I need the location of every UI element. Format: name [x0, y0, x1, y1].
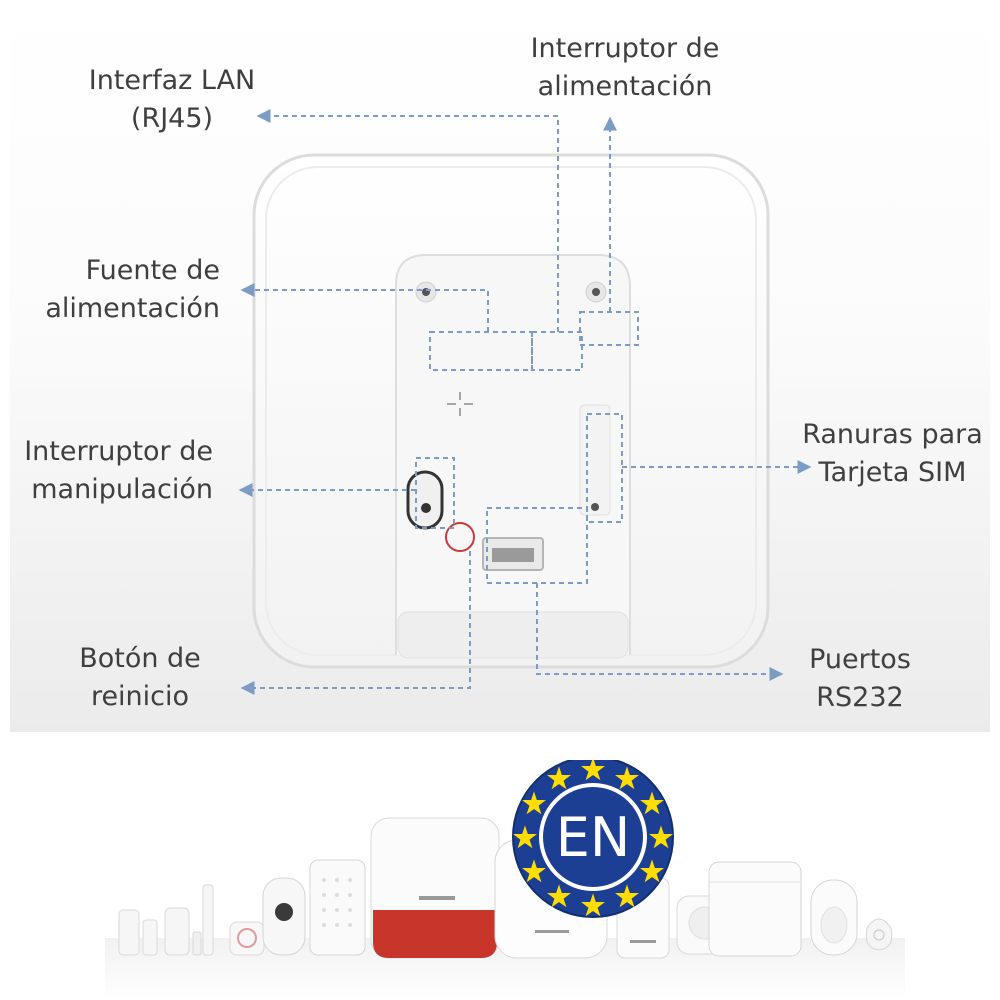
callout-rs232: Puertos RS232: [785, 641, 935, 717]
lan-box: [531, 331, 583, 371]
callout-rs232-line2: RS232: [816, 682, 904, 713]
callout-reset: Botón de reinicio: [55, 640, 225, 716]
leader-lan: [256, 109, 559, 332]
callout-power-supply-line1: Fuente de: [85, 255, 220, 286]
callout-reset-line1: Botón de: [79, 643, 201, 674]
tamper-box: [415, 457, 455, 529]
leader-rs232: [536, 583, 784, 681]
pir-detector-device: [810, 879, 858, 956]
panic-button-device: [229, 921, 265, 956]
leader-power-supply: [240, 283, 489, 332]
leader-reset: [240, 551, 471, 695]
device-illustration: [238, 109, 812, 695]
vibration-sensor-device: [192, 884, 214, 956]
sim-slot: [579, 404, 611, 516]
rs232-port: [482, 537, 544, 571]
callout-sim-line1: Ranuras para: [802, 419, 983, 450]
keypad-device: [309, 859, 366, 956]
callout-tamper-line2: manipulación: [31, 474, 213, 505]
eu-stars-icon: [513, 760, 673, 917]
callout-power-switch-line1: Interruptor de: [530, 33, 720, 64]
callout-power-switch-line2: alimentación: [537, 71, 713, 102]
callout-power-supply: Fuente de alimentación: [20, 252, 220, 328]
callout-lan-line1: Interfaz LAN: [88, 65, 256, 96]
screw-icon: [415, 281, 437, 303]
rear-panel-diagram: Interfaz LAN (RJ45) Interruptor de alime…: [10, 0, 990, 732]
callout-rs232-line1: Puertos: [809, 644, 911, 675]
callout-tamper-line1: Interruptor de: [24, 436, 213, 467]
tamper-switch: [406, 470, 444, 530]
hub-device: [708, 861, 802, 957]
crosshair-icon: [447, 392, 473, 416]
callout-tamper: Interruptor de manipulación: [10, 433, 213, 509]
mounting-plate: [395, 254, 631, 655]
outdoor-siren-device: [370, 817, 500, 959]
keyfob-device: [865, 918, 893, 951]
callout-lan-line2: (RJ45): [130, 103, 214, 134]
screw-icon: [585, 281, 607, 303]
callout-reset-line2: reinicio: [90, 681, 190, 712]
en-badge-text: EN: [556, 806, 631, 869]
door-contact-device: [118, 907, 190, 956]
callout-sim: Ranuras para Tarjeta SIM: [800, 416, 985, 492]
product-lineup: EN: [105, 760, 905, 1000]
pir-camera-device: [262, 877, 306, 956]
callout-power-supply-line2: alimentación: [45, 293, 220, 324]
callout-sim-line2: Tarjeta SIM: [818, 457, 967, 488]
reset-button-marker: [445, 522, 475, 552]
callout-power-switch: Interruptor de alimentación: [515, 30, 735, 106]
callout-lan: Interfaz LAN (RJ45): [72, 62, 272, 138]
en-standard-badge: EN: [512, 760, 674, 918]
